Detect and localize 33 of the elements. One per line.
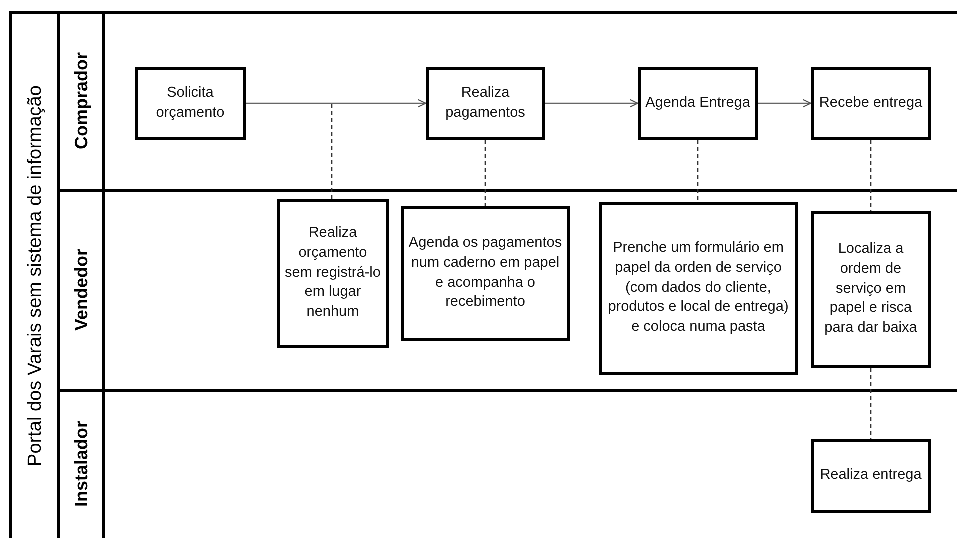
process-box bbox=[135, 67, 246, 140]
process-box bbox=[599, 202, 798, 375]
process-text: Realiza orçamento sem registrá-lo em lugar nenhum bbox=[284, 224, 382, 322]
dashed-connector bbox=[697, 140, 699, 202]
pool-band bbox=[9, 11, 957, 538]
swimlane bbox=[57, 389, 957, 538]
process-text: Realiza entrega bbox=[820, 466, 922, 486]
process-box bbox=[811, 211, 931, 368]
swimlane bbox=[57, 189, 957, 389]
process-box bbox=[277, 199, 389, 348]
process-text: Localiza a ordem de serviço em papel e risca para dar baixa bbox=[824, 240, 918, 338]
process-box bbox=[426, 67, 545, 140]
process-box bbox=[401, 206, 570, 341]
process-box bbox=[811, 439, 931, 513]
process-text: Realiza pagamentos bbox=[444, 84, 526, 122]
process-text: Prenche um formulário em papel da orden de serviço (com dados do cliente, produtos e local de entrega) e coloca numa pasta bbox=[607, 239, 790, 338]
pool-title: Portal dos Varais sem sistema de informação bbox=[25, 86, 47, 466]
dashed-connector bbox=[870, 140, 872, 211]
lane-label: Comprador bbox=[72, 52, 92, 150]
arrow bbox=[246, 99, 427, 108]
arrow bbox=[758, 99, 812, 108]
process-text: Recebe entrega bbox=[819, 94, 923, 113]
process-box bbox=[638, 67, 758, 140]
process-text: Agenda Entrega bbox=[646, 94, 750, 113]
process-text: Solicita orçamento bbox=[155, 84, 226, 122]
dashed-connector bbox=[484, 140, 486, 206]
lane-label: Instalador bbox=[72, 420, 92, 508]
process-box bbox=[811, 67, 931, 140]
process-text: Agenda os pagamentos num caderno em papel e acompanha o recebimento bbox=[408, 234, 563, 312]
dashed-connector bbox=[331, 104, 333, 199]
dashed-connector bbox=[870, 368, 872, 439]
lane-label: Vendedor bbox=[72, 248, 92, 332]
arrow bbox=[545, 99, 639, 108]
